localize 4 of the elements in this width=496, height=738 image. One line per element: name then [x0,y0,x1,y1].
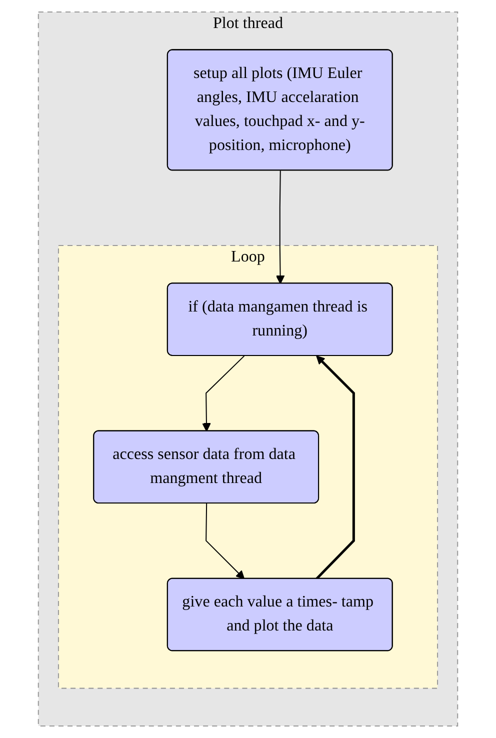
arrow [206,504,245,580]
arrow [202,356,245,432]
arrow [316,356,355,580]
arrow [276,170,285,284]
